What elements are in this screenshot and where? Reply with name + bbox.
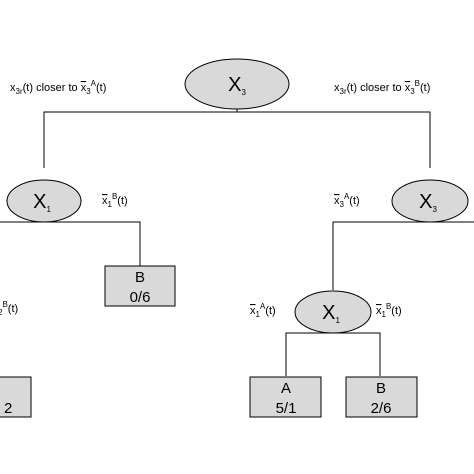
leaf-b-bottom: B 2/6 (345, 376, 418, 418)
leaf-b-top-box (104, 265, 176, 307)
leaf-b-bottom-box (345, 376, 418, 418)
lower-node-left-edge-label: x1A(t) (250, 302, 276, 319)
root-left-edge-label: x3r(t) closer to x3A(t) (10, 79, 106, 96)
left-node: X1 (6, 179, 82, 223)
root-node-ellipse (184, 58, 290, 110)
leaf-a-bottom-class: A (281, 380, 291, 397)
right-node-edge-label: x3A(t) (334, 192, 360, 209)
lower-node-ellipse (294, 290, 372, 334)
leaf-a-bottom: A 5/1 (249, 376, 322, 418)
left-node-label: X1 (33, 191, 51, 214)
root-node-label: X3 (228, 74, 246, 97)
left-cut-edge-label: 2B(t) (0, 300, 18, 317)
leaf-b-bottom-class: B (376, 380, 386, 397)
leaf-a-bottom-value: 5/1 (276, 400, 297, 417)
root-node: X3 (184, 58, 290, 110)
leaf-b-top-class: B (135, 269, 145, 286)
edge-root-to-left (43, 108, 238, 168)
edge-left-node-to-b (0, 221, 141, 266)
edge-lower-to-b (333, 332, 381, 376)
right-node-ellipse (391, 179, 469, 223)
edge-root-to-right (236, 108, 431, 168)
lower-node: X1 (294, 290, 372, 334)
leaf-b-bottom-value: 2/6 (371, 400, 392, 417)
edge-right-node-to-lower (332, 221, 474, 290)
leaf-b-top: B 0/6 (104, 265, 176, 307)
root-right-edge-label: x3r(t) closer to x3B(t) (334, 79, 430, 96)
edge-lower-to-a (285, 332, 333, 376)
lower-node-right-edge-label: x1B(t) (376, 302, 402, 319)
lower-node-label: X1 (322, 302, 340, 325)
leaf-partial-box (0, 376, 32, 418)
tree-edges (0, 108, 474, 376)
leaf-partial-value: 2 (4, 400, 12, 417)
left-node-edge-label: x1B(t) (102, 192, 128, 209)
right-node-label: X3 (419, 191, 437, 214)
leaf-b-top-value: 0/6 (130, 289, 151, 306)
leaf-a-bottom-box (249, 376, 322, 418)
right-node: X3 (391, 179, 469, 223)
leaf-partial-left: 2 (0, 376, 32, 418)
left-node-ellipse (6, 179, 82, 223)
